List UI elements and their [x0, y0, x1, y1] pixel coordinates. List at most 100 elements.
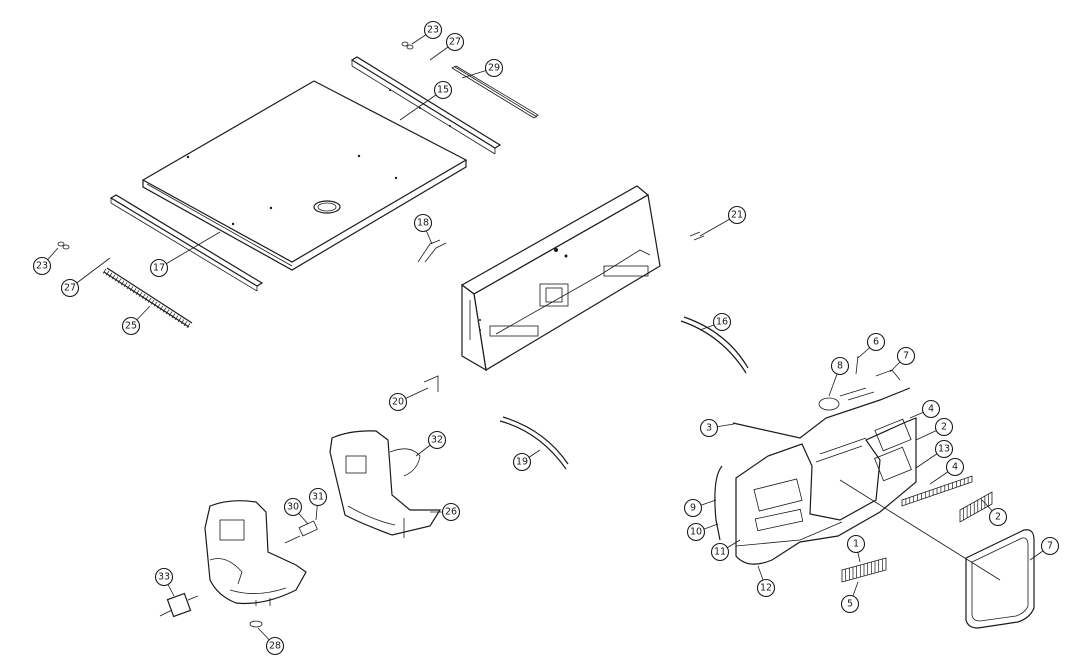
callout-label-c23a: 23 [427, 25, 439, 36]
callout-circle-c6 [866, 332, 886, 352]
seal-hatch-line [162, 307, 167, 313]
callout-circle-c1 [846, 534, 866, 554]
seal-hatch-line [141, 294, 146, 299]
seal-strip [102, 267, 193, 329]
callout-label-c3: 3 [706, 423, 712, 434]
callout-label-c27b: 27 [64, 283, 76, 294]
callout-label-c31: 31 [312, 492, 324, 503]
callout-label-c11: 11 [714, 547, 726, 558]
callout-circle-c26 [441, 502, 461, 522]
callout-circle-c4b [945, 457, 965, 477]
callout-circle-c16 [712, 312, 732, 332]
callout-layer: 2327291523271725182120191686734213491011… [32, 20, 1060, 656]
seal-hatch-line [120, 280, 125, 286]
seal-hatch-line [177, 317, 182, 323]
callout-label-c9: 9 [690, 503, 696, 514]
seal-hatch-line [102, 268, 107, 274]
callout-label-c17: 17 [153, 263, 165, 274]
seal-hatch-line [186, 323, 191, 329]
callout-label-c33: 33 [158, 572, 170, 583]
seal-hatch-line [111, 274, 116, 280]
seal-hatch-line [114, 276, 119, 282]
rear-trim-strip [451, 65, 539, 119]
callout-circle-c23b [32, 256, 52, 276]
callout-circle-c31 [308, 487, 328, 507]
callout-label-c4a: 4 [928, 404, 934, 415]
callout-circle-c2a [934, 417, 954, 437]
seal-hatch-line [126, 284, 131, 290]
callout-label-c32: 32 [431, 435, 443, 446]
callout-label-c19: 19 [516, 457, 528, 468]
callout-label-c18a: 18 [417, 218, 429, 229]
seal-hatch-line [132, 288, 137, 294]
callout-circle-c9 [683, 498, 703, 518]
callout-label-c8: 8 [837, 361, 843, 372]
grille-frame [959, 491, 993, 523]
callout-label-c12: 12 [760, 583, 772, 594]
callout-circle-c4a [921, 399, 941, 419]
callout-circle-c5 [840, 594, 860, 614]
seal-hatch-line [183, 321, 188, 327]
callout-label-c2a: 2 [941, 422, 947, 433]
callout-leader-c17 [158, 231, 221, 269]
front-rail-strip [109, 194, 264, 292]
callout-circle-c12 [756, 578, 776, 598]
seal-hatch-line [165, 309, 170, 315]
callout-circle-c17 [149, 258, 169, 278]
callout-label-c10: 10 [690, 527, 702, 538]
callout-circle-c19 [512, 452, 532, 472]
callout-circle-c21 [727, 205, 747, 225]
rear-console-body [460, 185, 661, 372]
seat-rear [329, 430, 442, 538]
seal-hatch-line [171, 313, 176, 319]
seal-hatch-line [144, 295, 149, 301]
callout-label-c2b: 2 [995, 512, 1001, 523]
seal-hatch-line [156, 303, 161, 309]
callout-circle-c27a [445, 32, 465, 52]
callout-label-c20: 20 [392, 397, 404, 408]
callout-label-c29a: 29 [488, 63, 500, 74]
callout-circle-c11 [710, 542, 730, 562]
callout-circle-c28 [265, 636, 285, 656]
callout-circle-c2b [988, 507, 1008, 527]
seal-hatch-line [147, 297, 152, 303]
callout-label-c30: 30 [287, 502, 299, 513]
callout-circle-c27b [60, 278, 80, 298]
seal-hatch-line [108, 272, 113, 278]
window-panel [965, 529, 1035, 629]
callout-label-c13: 13 [938, 444, 950, 455]
seal-hatch-line [105, 270, 110, 276]
seal-hatch-line [129, 286, 134, 292]
seal-hatch-line [180, 319, 185, 325]
callout-label-c21: 21 [731, 210, 743, 221]
callout-label-c27a: 27 [449, 37, 461, 48]
seal-hatch-line [135, 290, 140, 296]
seal-hatch-line [168, 311, 173, 317]
trim-arcs [499, 316, 749, 470]
callout-circle-c10 [686, 522, 706, 542]
callout-circle-c25 [121, 316, 141, 336]
vent-grilles [841, 475, 993, 583]
assembly-guide-line [839, 479, 1001, 581]
callout-circle-c8 [830, 356, 850, 376]
callout-circle-c13 [934, 439, 954, 459]
callout-circle-c3 [699, 418, 719, 438]
seal-hatch-line [150, 299, 155, 305]
callout-label-c15a: 15 [437, 85, 449, 96]
seat-adjuster-parts [159, 520, 318, 628]
callout-label-c7a: 7 [903, 351, 909, 362]
callout-label-c16: 16 [716, 317, 728, 328]
callout-label-c7b: 7 [1047, 541, 1053, 552]
callout-circle-c23a [423, 20, 443, 40]
callout-circle-c15a [433, 80, 453, 100]
callout-circle-c20 [388, 392, 408, 412]
callout-circle-c30 [283, 497, 303, 517]
callout-label-c5: 5 [847, 599, 853, 610]
callout-circle-c7a [896, 346, 916, 366]
callout-label-c25: 25 [125, 321, 137, 332]
seal-hatch-line [159, 305, 164, 311]
seat-front [204, 500, 307, 606]
callout-label-c6: 6 [873, 337, 879, 348]
callout-label-c4b: 4 [952, 462, 958, 473]
seal-hatch-line [123, 282, 128, 288]
